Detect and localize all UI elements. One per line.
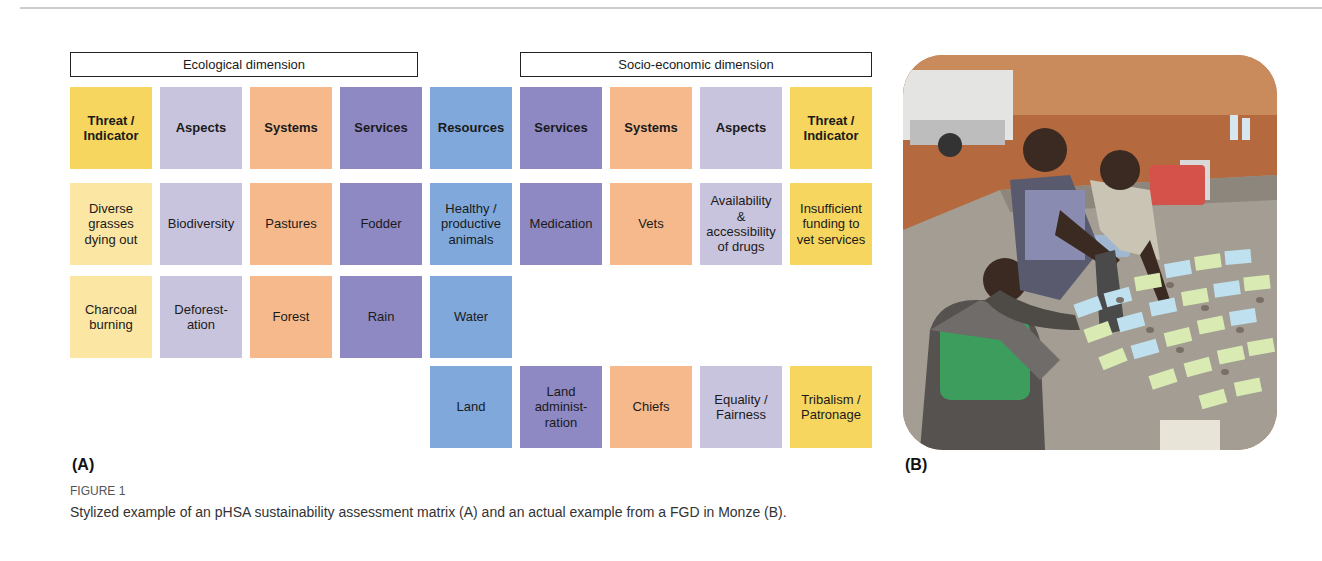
matrix-cell: Healthy / productive animals <box>430 183 512 265</box>
cell-text: Tribalism / Patronage <box>795 392 867 423</box>
matrix-cell: Pastures <box>250 183 332 265</box>
column-header-cell: Systems <box>610 87 692 169</box>
column-header-cell: Threat / Indicator <box>70 87 152 169</box>
card-set <box>1073 249 1275 409</box>
cell-text: Land administ-ration <box>525 384 597 430</box>
cell-text: Insufficient funding to vet services <box>795 201 867 247</box>
column-header-cell: Resources <box>430 87 512 169</box>
matrix-cell: Rain <box>340 276 422 358</box>
matrix-cell: Deforest-ation <box>160 276 242 358</box>
dimension-title: Socio-economic dimension <box>618 57 773 72</box>
cell-text: Vets <box>638 216 663 231</box>
figure-number: FIGURE 1 <box>70 484 125 498</box>
cell-text: Deforest-ation <box>165 302 237 333</box>
matrix-cell: Vets <box>610 183 692 265</box>
cell-text: Medication <box>530 216 593 231</box>
cell-text: Threat / Indicator <box>795 113 867 144</box>
matrix-cell: Water <box>430 276 512 358</box>
matrix-cell: Biodiversity <box>160 183 242 265</box>
dimension-header: Socio-economic dimension <box>520 52 872 77</box>
matrix-cell: Land <box>430 366 512 448</box>
cell-text: Resources <box>438 120 504 135</box>
cell-text: Aspects <box>716 120 767 135</box>
matrix-cell: Chiefs <box>610 366 692 448</box>
column-header-cell: Services <box>520 87 602 169</box>
cell-text: Availability & accessibility of drugs <box>705 193 777 254</box>
cell-text: Water <box>454 309 488 324</box>
cell-text: Rain <box>368 309 395 324</box>
cell-text: Systems <box>264 120 317 135</box>
fgd-photo <box>903 55 1277 450</box>
matrix-cell: Tribalism / Patronage <box>790 366 872 448</box>
matrix-cell: Forest <box>250 276 332 358</box>
cell-text: Services <box>354 120 408 135</box>
matrix-cell: Availability & accessibility of drugs <box>700 183 782 265</box>
cell-text: Land <box>457 399 486 414</box>
cell-text: Threat / Indicator <box>75 113 147 144</box>
column-header-cell: Aspects <box>160 87 242 169</box>
stones <box>1116 282 1264 375</box>
cell-text: Biodiversity <box>168 216 234 231</box>
cell-text: Forest <box>273 309 310 324</box>
cell-text: Diverse grasses dying out <box>75 201 147 247</box>
panel-label: (A) <box>72 456 94 474</box>
matrix-cell: Equality / Fairness <box>700 366 782 448</box>
cell-text: Systems <box>624 120 677 135</box>
cell-text: Equality / Fairness <box>705 392 777 423</box>
matrix-cell: Charcoal burning <box>70 276 152 358</box>
cell-text: Aspects <box>176 120 227 135</box>
cell-text: Healthy / productive animals <box>435 201 507 247</box>
column-header-cell: Systems <box>250 87 332 169</box>
rule-line <box>20 8 1322 9</box>
cell-text: Chiefs <box>633 399 670 414</box>
dimension-header: Ecological dimension <box>70 52 418 77</box>
matrix-cell: Medication <box>520 183 602 265</box>
dimension-title: Ecological dimension <box>183 57 305 72</box>
column-header-cell: Threat / Indicator <box>790 87 872 169</box>
cell-text: Charcoal burning <box>75 302 147 333</box>
matrix-cell: Insufficient funding to vet services <box>790 183 872 265</box>
matrix-cell: Land administ-ration <box>520 366 602 448</box>
cell-text: Fodder <box>360 216 401 231</box>
column-header-cell: Aspects <box>700 87 782 169</box>
matrix-cell: Fodder <box>340 183 422 265</box>
column-header-cell: Services <box>340 87 422 169</box>
cell-text: Pastures <box>265 216 316 231</box>
panel-label: (B) <box>905 456 927 474</box>
cell-text: Services <box>534 120 588 135</box>
figure-caption: Stylized example of an pHSA sustainabili… <box>70 504 787 520</box>
matrix-cell: Diverse grasses dying out <box>70 183 152 265</box>
